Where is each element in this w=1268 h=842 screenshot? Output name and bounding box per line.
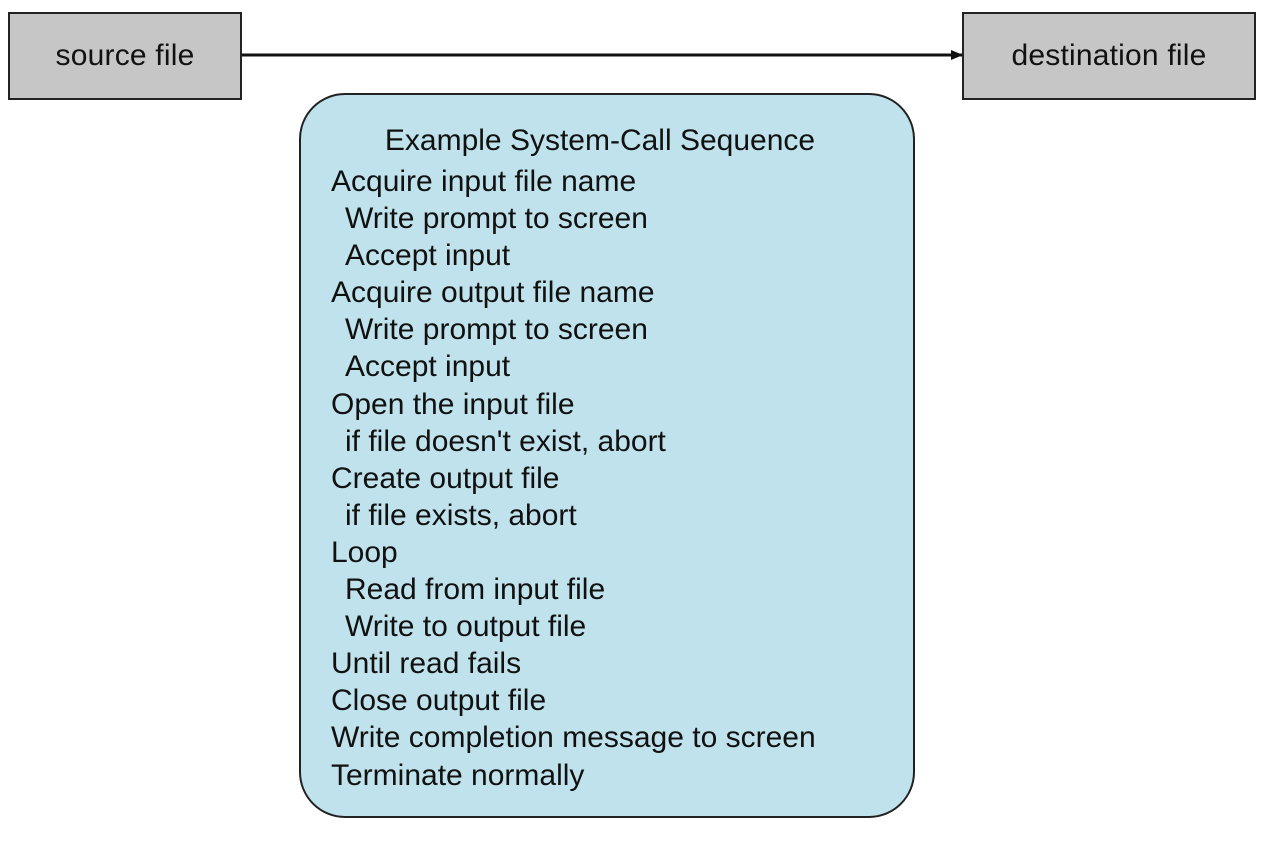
source-file-label: source file — [55, 39, 195, 72]
sequence-step: Open the input file — [331, 387, 575, 421]
sequence-step: Until read fails — [331, 647, 522, 681]
sequence-step: Write prompt to screen — [345, 313, 648, 347]
sequence-step: Loop — [331, 535, 398, 569]
sequence-step: Acquire input file name — [331, 165, 637, 198]
system-call-sequence-panel: Example System-Call Sequence Acquire inp… — [299, 93, 915, 818]
source-file-box: source file — [8, 12, 242, 100]
sequence-step: Acquire output file name — [331, 276, 655, 310]
destination-file-box: destination file — [962, 12, 1256, 100]
sequence-step: Write prompt to screen — [345, 202, 648, 236]
sequence-step: Read from input file — [345, 573, 606, 607]
sequence-title: Example System-Call Sequence — [384, 124, 816, 157]
sequence-step: Create output file — [331, 461, 560, 495]
sequence-step: Write completion message to screen — [331, 721, 816, 755]
sequence-step: if file exists, abort — [345, 498, 577, 532]
sequence-step: Close output file — [331, 684, 547, 718]
sequence-step: if file doesn't exist, abort — [345, 424, 666, 458]
sequence-step: Write to output file — [345, 610, 587, 644]
sequence-step: Terminate normally — [331, 758, 585, 792]
sequence-step: Accept input — [345, 350, 511, 384]
destination-file-label: destination file — [1011, 39, 1207, 72]
sequence-step: Accept input — [345, 239, 511, 273]
